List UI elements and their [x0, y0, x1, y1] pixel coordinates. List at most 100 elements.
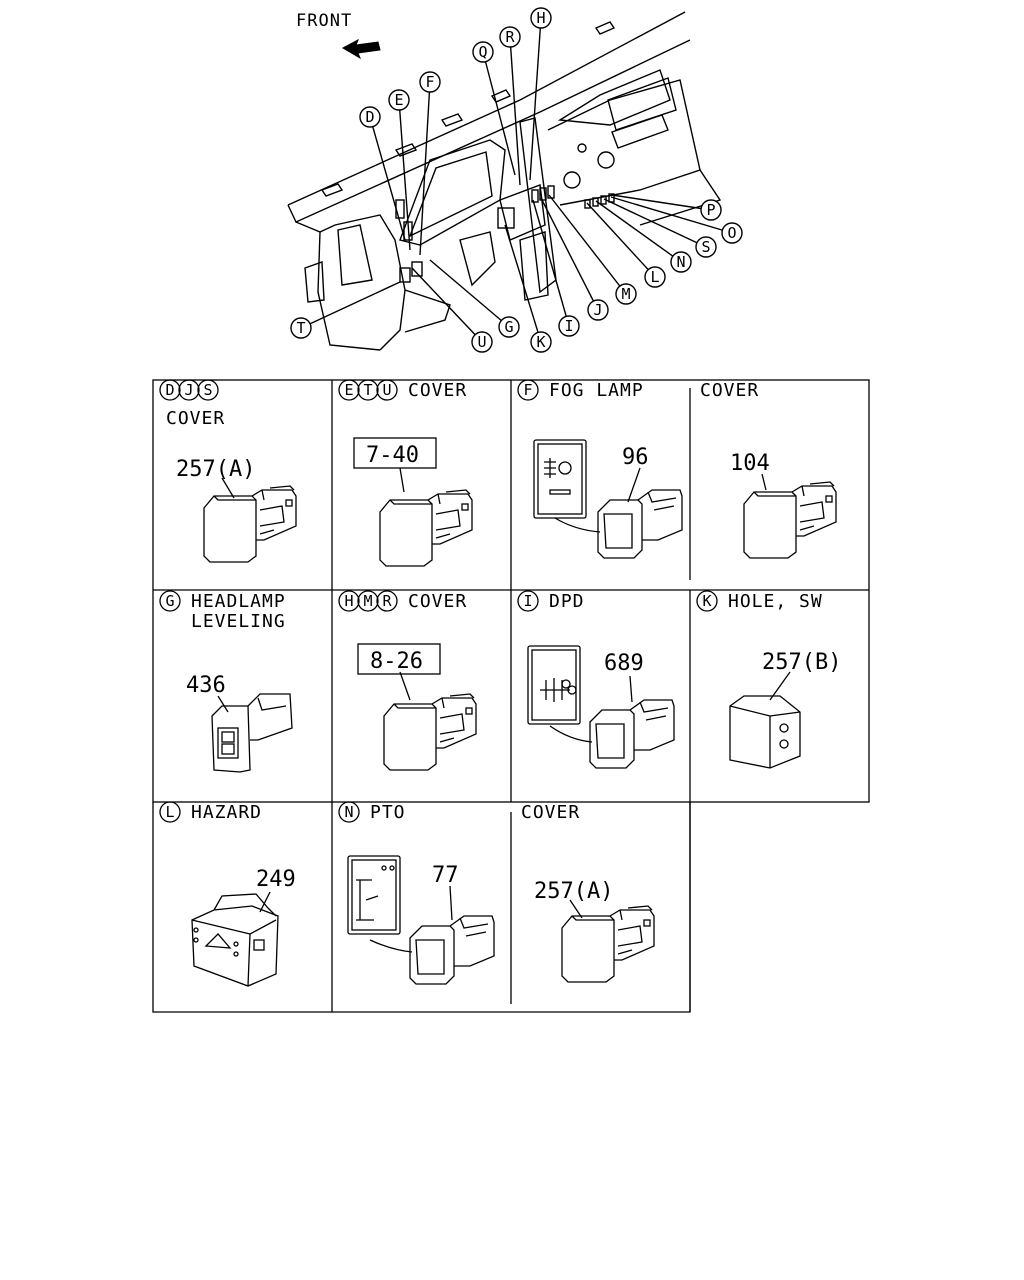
cell-letter: N [344, 803, 353, 821]
part-number-text: 257(A) [176, 457, 255, 482]
callout-letter: Q [478, 43, 487, 61]
callout-letter: D [365, 108, 374, 126]
headlamp-leveling-switch [211, 693, 293, 773]
part-number: 436 [186, 673, 226, 698]
cell-header: COVER [521, 802, 579, 823]
part-number: 257(A) [176, 457, 255, 482]
cover-switch-dj s [203, 485, 297, 563]
cell-letter: U [382, 381, 391, 399]
letter-circle [159, 590, 181, 612]
letter-circle [376, 379, 398, 401]
part-number-text: 8-26 [370, 649, 423, 674]
part-number-text: 7-40 [366, 443, 419, 468]
cover-switch-104 [743, 481, 837, 559]
front-arrow-icon [341, 38, 381, 60]
callout-h: H [529, 7, 552, 181]
callout-e: E [388, 89, 411, 251]
letter-circle [517, 590, 539, 612]
dpd-icon [540, 678, 570, 702]
cell-title: COVER [408, 380, 467, 401]
cell-title: COVER [408, 591, 467, 612]
callout-letter: M [621, 285, 630, 303]
cell-letter: H [344, 592, 353, 610]
callout-i: I [532, 199, 580, 337]
pto-icon [356, 879, 379, 921]
part-number: 7-40 [353, 437, 437, 469]
callout-m: M [548, 194, 637, 305]
part-number: 689 [604, 651, 644, 676]
callout-l: L [586, 202, 666, 288]
dpd-switch [527, 645, 675, 769]
fog-lamp-icon [558, 461, 572, 475]
letter-circle [159, 379, 181, 401]
cell-letter: J [184, 381, 193, 399]
part-number: 249 [256, 867, 296, 892]
callout-letter: T [296, 319, 305, 337]
part-leaders [217, 467, 791, 921]
cell-title: DPD [549, 591, 585, 612]
cell-letter: R [382, 592, 392, 610]
cell-letter: D [165, 381, 174, 399]
part-number-text: 257(A) [534, 879, 613, 904]
part-number-text: 257(B) [762, 650, 841, 675]
cell-title-line2: LEVELING [191, 611, 286, 632]
cell-letter: M [363, 592, 372, 610]
callout-k: K [504, 224, 552, 353]
part-number: 257(B) [762, 650, 841, 675]
letter-circle [178, 379, 200, 401]
callout-letter: G [504, 318, 513, 336]
part-number-text: 77 [432, 863, 459, 888]
callout-u: U [411, 267, 493, 353]
callout-letter: S [701, 238, 710, 256]
callout-f: F [419, 71, 441, 256]
cell-title: COVER [700, 380, 759, 401]
cell-letter: E [344, 381, 353, 399]
grid-lines [152, 379, 870, 1013]
cover-switch-hmr [383, 693, 477, 771]
callout-letter: U [477, 333, 486, 351]
cell-letter: T [363, 381, 372, 399]
cell-letter: F [523, 381, 532, 399]
pto-switch [347, 855, 495, 985]
callout-d: D [359, 106, 406, 241]
callout-n: N [595, 200, 692, 273]
part-number-text: 249 [256, 867, 296, 892]
dashboard-overview-diagram: F R O N T [287, 7, 743, 353]
cell-header: I DPD [517, 590, 585, 612]
cell-title: HOLE, SW [728, 591, 823, 612]
part-number: 104 [730, 451, 770, 476]
callout-q: Q [472, 41, 516, 176]
callout-letter: N [676, 253, 685, 271]
cell-letter: G [165, 592, 174, 610]
callout-letter: E [394, 91, 403, 109]
part-number: 77 [432, 863, 459, 888]
callout-letter: K [536, 333, 545, 351]
part-number: 257(A) [534, 879, 613, 904]
callout-g: G [429, 259, 520, 338]
callout-letter: R [505, 28, 515, 46]
callout-letter: H [536, 9, 545, 27]
cover-switch-etu [379, 489, 473, 567]
part-number-text: 689 [604, 651, 644, 676]
fog-lamp-switch [533, 439, 683, 559]
callout-letter: P [706, 201, 715, 219]
part-number: 8-26 [357, 643, 441, 675]
cell-letter: S [203, 381, 212, 399]
callout-letter: L [650, 268, 659, 286]
callout-r: R [499, 26, 521, 186]
callout-p: P [611, 194, 722, 221]
callout-letter: O [727, 224, 736, 242]
cell-letter: I [523, 592, 532, 610]
cell-letter: L [165, 803, 174, 821]
callout-letter: I [564, 317, 573, 335]
callout-letter: J [593, 301, 602, 319]
cell-header: COVER [700, 380, 759, 401]
callout-letter: F [425, 73, 434, 91]
letter-circle [376, 590, 398, 612]
front-label: FRONT [296, 11, 352, 31]
letter-circle [696, 590, 718, 612]
